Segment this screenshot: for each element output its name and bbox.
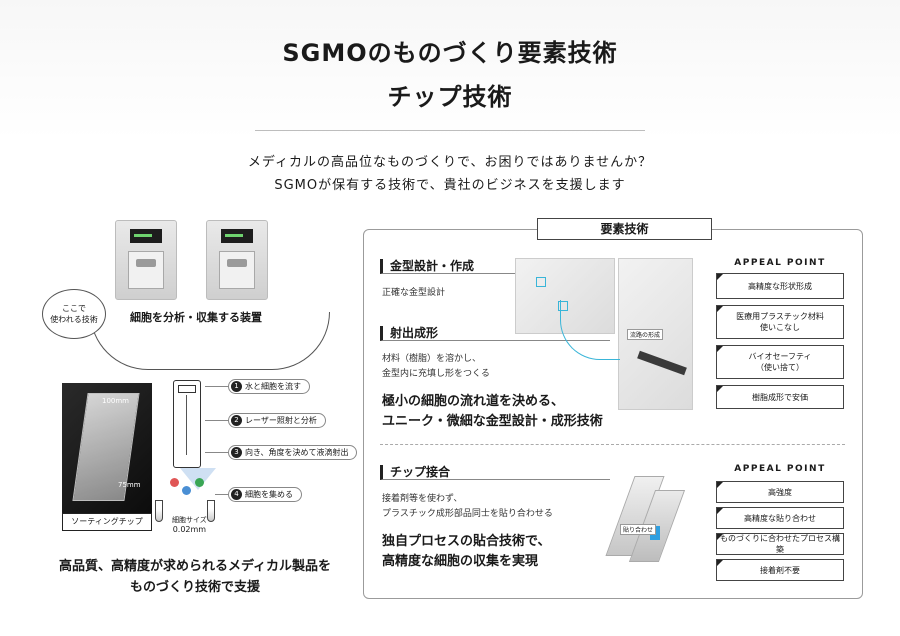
step-1: 1 水と細胞を流す	[228, 379, 310, 394]
speech-bubble: ここで 使われる技術	[42, 289, 106, 339]
copy-line: ユニーク・微細な金型設計・成形技術	[382, 414, 603, 429]
bottom-line-1: 高品質、高精度が求められるメディカル製品を	[58, 559, 332, 574]
cell-size-note: 細胞サイズ 0.02mm	[172, 516, 207, 534]
chip-size-100: 100mm	[102, 397, 129, 405]
section-desc-injection: 材料（樹脂）を溶かし、 金型内に充填し形をつくる	[382, 352, 490, 382]
bonding-chip-image: 貼り合わせ	[605, 468, 702, 568]
desc-line: 金型内に充填し形をつくる	[382, 369, 490, 379]
appeal-item: ものづくりに合わせたプロセス構築	[716, 533, 844, 555]
appeal-item: 接着剤不要	[716, 559, 844, 581]
collection-tube-icon-2	[207, 500, 215, 522]
connector-curve	[90, 312, 330, 370]
page-title: SGMOのものづくり要素技術	[282, 39, 618, 67]
step-label: 水と細胞を流す	[245, 382, 301, 391]
cell-size-value: 0.02mm	[172, 525, 207, 534]
speech-text-2: 使われる技術	[50, 315, 98, 324]
appeal-title-2: APPEAL POINT	[734, 464, 826, 474]
section-heading-injection: 射出成形	[380, 326, 610, 341]
step-number: 2	[231, 415, 242, 426]
appeal-item: 高精度な形状形成	[716, 273, 844, 299]
intro-line-1: メディカルの高品位なものづくりで、お困りではありませんか？	[247, 155, 653, 170]
appeal-item: 医療用プラスチック材料 使いこなし	[716, 305, 844, 339]
step-3: 3 向き、角度を決めて液滴射出	[228, 445, 358, 460]
step-label: 向き、角度を決めて液滴射出	[245, 448, 349, 457]
chip-flow-diagram	[173, 380, 201, 468]
sorting-chip-photo: 100mm 75mm	[62, 383, 152, 513]
step-label: レーザー照射と分析	[245, 416, 317, 425]
cell-sorter-device-image	[115, 220, 177, 300]
cell-red-icon	[170, 478, 179, 487]
step-label: 細胞を集める	[245, 490, 293, 499]
channel-closeup-image: 流路の形成	[618, 258, 693, 410]
step-number: 3	[231, 447, 242, 458]
cell-green-icon	[195, 478, 204, 487]
section-desc-bonding: 接着剤等を使わず、 プラスチック成形部品同士を貼り合わせる	[382, 492, 553, 522]
bond-label: 貼り合わせ	[620, 524, 657, 535]
intro-line-2: SGMOが保有する技術で、貴社のビジネスを支援します	[274, 178, 626, 193]
section-divider	[380, 444, 845, 445]
section-heading-bonding: チップ接合	[380, 465, 610, 480]
copy-line: 独自プロセスの貼合技術で、	[382, 534, 551, 549]
cell-size-label: 細胞サイズ	[172, 516, 207, 524]
section-copy-mold: 極小の細胞の流れ道を決める、 ユニーク・微細な金型設計・成形技術	[382, 392, 603, 432]
bottom-message: 高品質、高精度が求められるメディカル製品を ものづくり技術で支援	[45, 556, 345, 598]
collection-tube-icon	[155, 500, 163, 522]
step-number: 1	[231, 381, 242, 392]
section-desc-mold: 正確な金型設計	[382, 288, 446, 298]
section-heading-mold: 金型設計・作成	[380, 259, 610, 274]
chip-size-75: 75mm	[118, 481, 141, 489]
appeal-item: 高精度な貼り合わせ	[716, 507, 844, 529]
appeal-title-1: APPEAL POINT	[734, 258, 826, 268]
header-divider	[255, 130, 645, 131]
desc-line: 材料（樹脂）を溶かし、	[382, 354, 482, 364]
copy-line: 高精度な細胞の収集を実現	[382, 554, 539, 569]
copy-line: 極小の細胞の流れ道を決める、	[382, 394, 565, 409]
panel-tab: 要素技術	[537, 218, 712, 240]
section-copy-bonding: 独自プロセスの貼合技術で、 高精度な細胞の収集を実現	[382, 532, 550, 572]
appeal-item: 樹脂成形で安価	[716, 385, 844, 409]
bottom-line-2: ものづくり技術で支援	[129, 580, 260, 595]
sorting-chip-caption: ソーティングチップ	[62, 513, 152, 531]
speech-text-1: ここで	[62, 304, 86, 313]
appeal-item: バイオセーフティ （使い捨て）	[716, 345, 844, 379]
chip-mini-label	[178, 385, 196, 393]
step-2: 2 レーザー照射と分析	[228, 413, 326, 428]
channel-label: 流路の形成	[627, 329, 664, 340]
desc-line: プラスチック成形部品同士を貼り合わせる	[382, 509, 553, 519]
page-subtitle: チップ技術	[387, 83, 513, 111]
step-number: 4	[231, 489, 242, 500]
cell-sorter-device-image-2	[206, 220, 268, 300]
step-4: 4 細胞を集める	[228, 487, 302, 502]
appeal-item: 高強度	[716, 481, 844, 503]
cell-blue-icon	[182, 486, 191, 495]
desc-line: 接着剤等を使わず、	[382, 494, 463, 504]
